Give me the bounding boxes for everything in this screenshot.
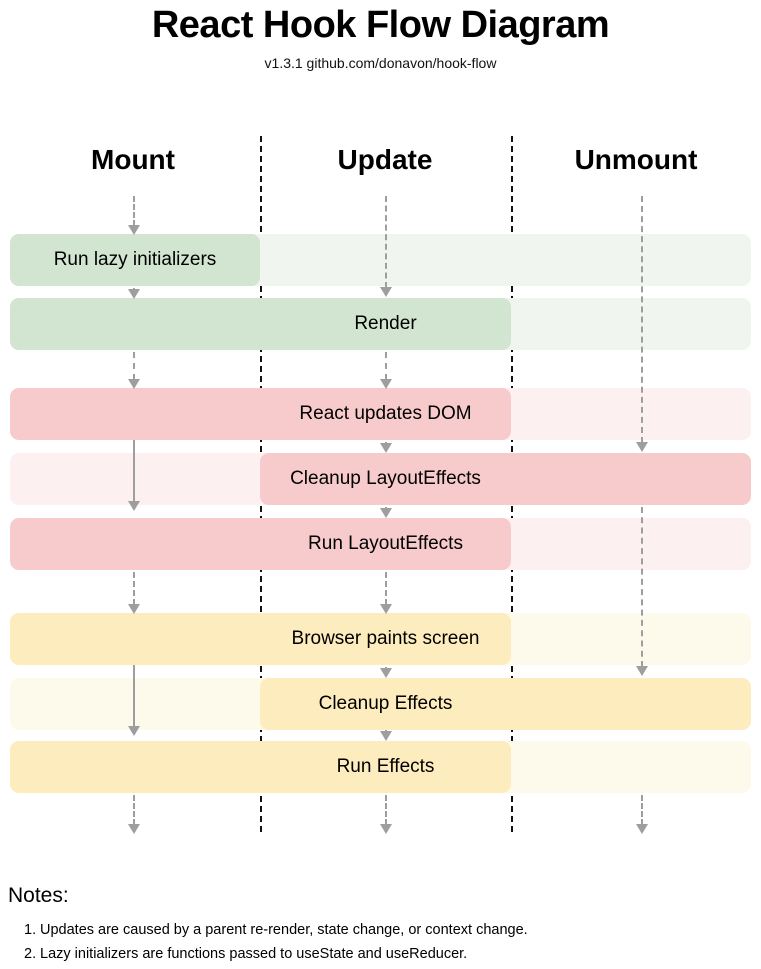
phase-row-render: Render xyxy=(10,298,751,350)
flow-arrow-mount-exit xyxy=(128,795,140,834)
note-item: 1.Updates are caused by a parent re-rend… xyxy=(24,922,528,938)
arrowhead-icon xyxy=(636,824,648,834)
column-header-mount: Mount xyxy=(91,144,175,175)
phase-row-cleanup-layouteffects: Cleanup LayoutEffects xyxy=(10,453,751,505)
arrowhead-icon xyxy=(380,731,392,741)
flow-arrow-mount-render-to-dom xyxy=(128,352,140,389)
flow-arrow-update-cleanup-to-run-effects xyxy=(380,730,392,741)
arrowhead-icon xyxy=(128,379,140,389)
flow-arrow-mount-layouteffects-to-paint xyxy=(128,572,140,614)
flow-arrow-update-exit xyxy=(380,795,392,834)
row-active-span xyxy=(10,234,260,286)
flow-arrow-update-layouteffects-to-paint xyxy=(380,572,392,614)
flow-arrow-mount-skip-cleanup-effects xyxy=(128,665,140,736)
row-active-span xyxy=(10,613,511,665)
phase-label: Cleanup LayoutEffects xyxy=(290,468,481,489)
phase-label: React updates DOM xyxy=(299,403,472,424)
column-header-update: Update xyxy=(337,144,433,175)
flow-arrow-mount-enter xyxy=(128,196,140,235)
page-title: React Hook Flow Diagram xyxy=(151,4,610,46)
phase-row-run-effects: Run Effects xyxy=(10,741,751,793)
phase-label: Render xyxy=(354,313,417,334)
flow-arrow-update-enter xyxy=(380,196,392,297)
note-text: Updates are caused by a parent re-render… xyxy=(40,922,528,938)
phase-label: Browser paints screen xyxy=(291,628,480,649)
phase-label: Run LayoutEffects xyxy=(308,533,463,554)
phase-label: Run Effects xyxy=(336,756,435,777)
phase-row-run-lazy-initializers: Run lazy initializers xyxy=(10,234,751,286)
phase-row-browser-paints-screen: Browser paints screen xyxy=(10,613,751,665)
arrowhead-icon xyxy=(380,287,392,297)
arrowhead-icon xyxy=(636,666,648,676)
flow-arrow-update-render-to-dom xyxy=(380,352,392,389)
arrowhead-icon xyxy=(128,289,140,299)
phase-row-react-updates-dom: React updates DOM xyxy=(10,388,751,440)
flow-arrow-unmount-exit xyxy=(636,795,648,834)
page-subtitle: v1.3.1 github.com/donavon/hook-flow xyxy=(264,55,497,71)
phase-label: Run lazy initializers xyxy=(53,249,217,270)
phase-row-run-layouteffects: Run LayoutEffects xyxy=(10,518,751,570)
flow-arrow-update-dom-to-cleanup-layouteffects xyxy=(380,442,392,453)
row-active-span xyxy=(10,298,511,350)
row-active-span xyxy=(10,741,511,793)
note-number: 2. xyxy=(24,946,37,962)
flow-arrow-unmount-enter xyxy=(636,196,648,452)
arrowhead-icon xyxy=(128,726,140,736)
flow-arrow-mount-skip-cleanup-layouteffects xyxy=(128,440,140,511)
arrowhead-icon xyxy=(380,668,392,678)
row-active-span xyxy=(260,453,751,505)
note-text: Lazy initializers are functions passed t… xyxy=(40,946,468,962)
arrowhead-icon xyxy=(380,443,392,453)
column-header-unmount: Unmount xyxy=(574,144,698,175)
flow-arrow-unmount-to-cleanup-effects xyxy=(636,507,648,676)
note-number: 1. xyxy=(24,922,37,938)
arrowhead-icon xyxy=(380,379,392,389)
arrowhead-icon xyxy=(636,442,648,452)
arrowhead-icon xyxy=(128,225,140,235)
arrowhead-icon xyxy=(128,501,140,511)
flow-arrow-update-paint-to-cleanup-effects xyxy=(380,667,392,678)
arrowhead-icon xyxy=(380,604,392,614)
flow-arrow-update-cleanup-to-run-layouteffects xyxy=(380,507,392,518)
notes-title: Notes: xyxy=(8,884,69,907)
row-active-span xyxy=(10,388,511,440)
flow-arrow-mount-lazy-to-render xyxy=(128,288,140,299)
row-active-span xyxy=(10,518,511,570)
phase-label: Cleanup Effects xyxy=(318,693,453,714)
phase-row-cleanup-effects: Cleanup Effects xyxy=(10,678,751,730)
row-active-span xyxy=(260,678,751,730)
arrowhead-icon xyxy=(128,604,140,614)
arrowhead-icon xyxy=(128,824,140,834)
arrowhead-icon xyxy=(380,508,392,518)
arrowhead-icon xyxy=(380,824,392,834)
note-item: 2.Lazy initializers are functions passed… xyxy=(24,946,467,962)
